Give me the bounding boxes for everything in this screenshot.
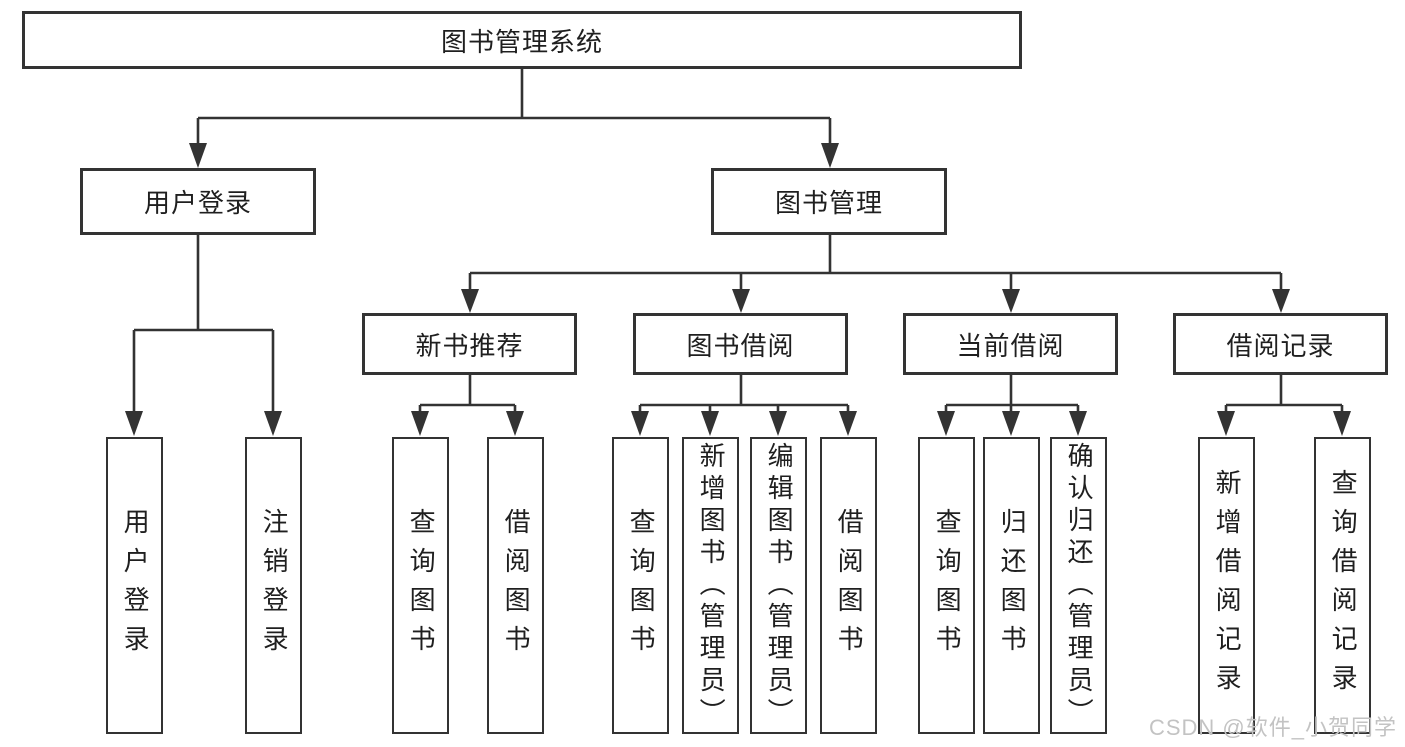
node-label: 确认归还（管理员）	[1064, 441, 1095, 730]
node-book-borrow: 图书借阅	[633, 313, 848, 375]
node-label: 图书借阅	[686, 330, 795, 361]
leaf-borrow-books-recommend: 借阅图书	[487, 437, 544, 734]
arrowhead-icons	[125, 143, 1351, 436]
node-label: 新增借阅记录	[1212, 468, 1243, 703]
node-label: 用户登录	[120, 507, 151, 664]
leaf-query-books-current: 查询图书	[918, 437, 975, 734]
node-current-borrow: 当前借阅	[903, 313, 1118, 375]
node-user-login: 用户登录	[80, 168, 316, 235]
leaf-edit-books-admin: 编辑图书（管理员）	[750, 437, 807, 734]
node-book-management: 图书管理	[711, 168, 947, 235]
leaf-query-books-borrow: 查询图书	[612, 437, 669, 734]
leaf-query-books-recommend: 查询图书	[392, 437, 449, 734]
leaf-add-books-admin: 新增图书（管理员）	[682, 437, 739, 734]
node-label: 查询图书	[406, 507, 437, 664]
node-borrow-record: 借阅记录	[1173, 313, 1388, 375]
node-label: 借阅图书	[501, 507, 532, 664]
leaf-return-books: 归还图书	[983, 437, 1040, 734]
connector-lines	[132, 69, 1344, 413]
node-label: 借阅图书	[834, 507, 865, 664]
node-label: 查询借阅记录	[1328, 468, 1359, 703]
node-label: 编辑图书（管理员）	[764, 441, 795, 730]
leaf-borrow-books: 借阅图书	[820, 437, 877, 734]
node-label: 查询图书	[626, 507, 657, 664]
leaf-add-borrow-record: 新增借阅记录	[1198, 437, 1255, 734]
leaf-logout-login: 注销登录	[245, 437, 302, 734]
node-label: 新书推荐	[415, 330, 524, 361]
node-root-system: 图书管理系统	[22, 11, 1022, 69]
node-label: 借阅记录	[1226, 330, 1335, 361]
node-label: 当前借阅	[956, 330, 1065, 361]
node-label: 图书管理	[774, 188, 883, 218]
node-label: 新增图书（管理员）	[696, 441, 727, 730]
leaf-confirm-return-admin: 确认归还（管理员）	[1050, 437, 1107, 734]
node-label: 归还图书	[997, 507, 1028, 664]
node-label: 注销登录	[259, 507, 290, 664]
csdn-watermark: CSDN @软件_小贺同学	[1148, 715, 1397, 740]
node-label: 图书管理系统	[440, 26, 603, 57]
node-label: 查询图书	[932, 507, 963, 664]
node-new-book-recommend: 新书推荐	[362, 313, 577, 375]
node-label: 用户登录	[143, 188, 252, 218]
leaf-query-borrow-record: 查询借阅记录	[1314, 437, 1371, 734]
leaf-user-login: 用户登录	[106, 437, 163, 734]
